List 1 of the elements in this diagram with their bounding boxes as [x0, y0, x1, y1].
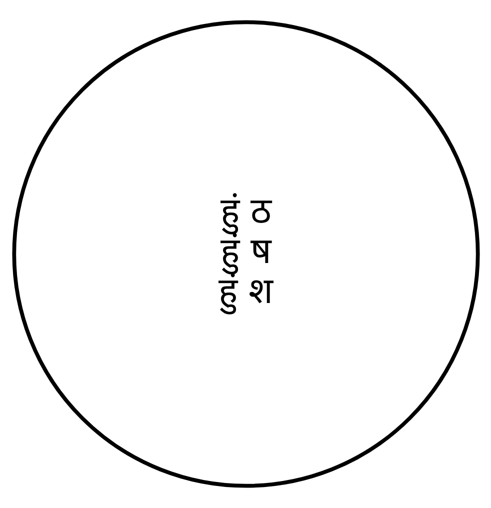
node-circle: हुं ठ हुं ष हुं श [12, 20, 480, 488]
